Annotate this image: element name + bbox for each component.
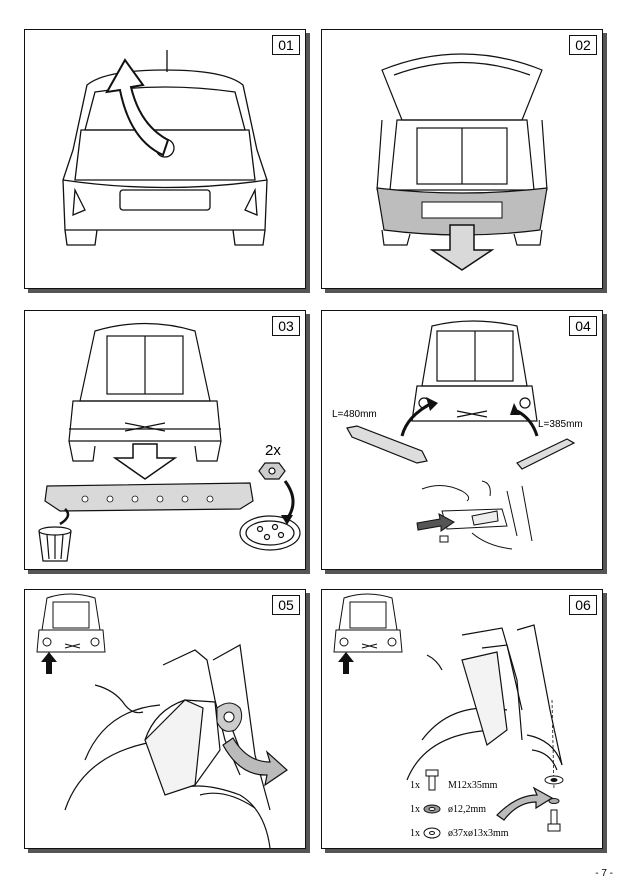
step-05-panel: 05 [24, 589, 306, 849]
car-rear-open-bumper-removed-illustration [376, 53, 548, 271]
insert-arrow-icon [416, 513, 455, 532]
nut-tray [239, 515, 301, 551]
step-number: 05 [272, 595, 300, 615]
step-06-panel: 06 [321, 589, 603, 849]
bumper-beam-removal-illustration [38, 322, 301, 562]
car-thumbnail [333, 593, 403, 653]
bracket-plate [216, 702, 243, 732]
step-number: 01 [272, 35, 300, 55]
step-number: 06 [569, 595, 597, 615]
pull-out-arrow-icon [429, 224, 495, 271]
page-number: - 7 - [595, 868, 613, 879]
part-qty-bolt: 1x [410, 780, 420, 791]
left-side-bracket-fitting-illustration [36, 593, 288, 848]
curved-arrow-icon [496, 786, 554, 821]
bracket-mounting-illustration [346, 320, 576, 550]
step-02-panel: 02 [321, 29, 603, 289]
nut-quantity-label: 2x [265, 442, 281, 459]
down-arrow-icon [112, 443, 178, 480]
spring-washer-icon [423, 804, 441, 814]
car-rear-closed-illustration [62, 50, 268, 246]
exploded-fastener-stack [544, 775, 564, 832]
part-spec-spring-washer: ø12,2mm [448, 804, 487, 815]
step-03-panel: 03 2x [24, 310, 306, 570]
step-number: 03 [272, 316, 300, 336]
part-qty-flat-washer: 1x [410, 828, 420, 839]
step-number: 04 [569, 316, 597, 336]
car-thumbnail [36, 593, 106, 653]
bumper-beam [44, 482, 254, 512]
bolt-icon [425, 769, 439, 791]
curved-arrow-icon [222, 737, 288, 787]
up-arrow-icon [338, 652, 354, 674]
part-spec-flat-washer: ø37xø13x3mm [448, 828, 509, 839]
left-bracket [346, 425, 428, 464]
bolt-fastening-illustration [333, 593, 564, 839]
left-bracket-length: L=480mm [332, 409, 377, 420]
lift-arrow-icon [105, 58, 170, 157]
step-04-panel: 04 L=480mm L=385mm [321, 310, 603, 570]
part-qty-spring-washer: 1x [410, 804, 420, 815]
up-arrow-icon [41, 652, 57, 674]
step-01-panel: 01 [24, 29, 306, 289]
right-bracket [516, 438, 576, 470]
nut-icon [258, 462, 286, 480]
flat-washer-icon [423, 827, 441, 839]
part-spec-bolt: M12x35mm [448, 780, 498, 791]
trash-can-icon [38, 526, 72, 562]
step-number: 02 [569, 35, 597, 55]
right-bracket-length: L=385mm [538, 419, 583, 430]
